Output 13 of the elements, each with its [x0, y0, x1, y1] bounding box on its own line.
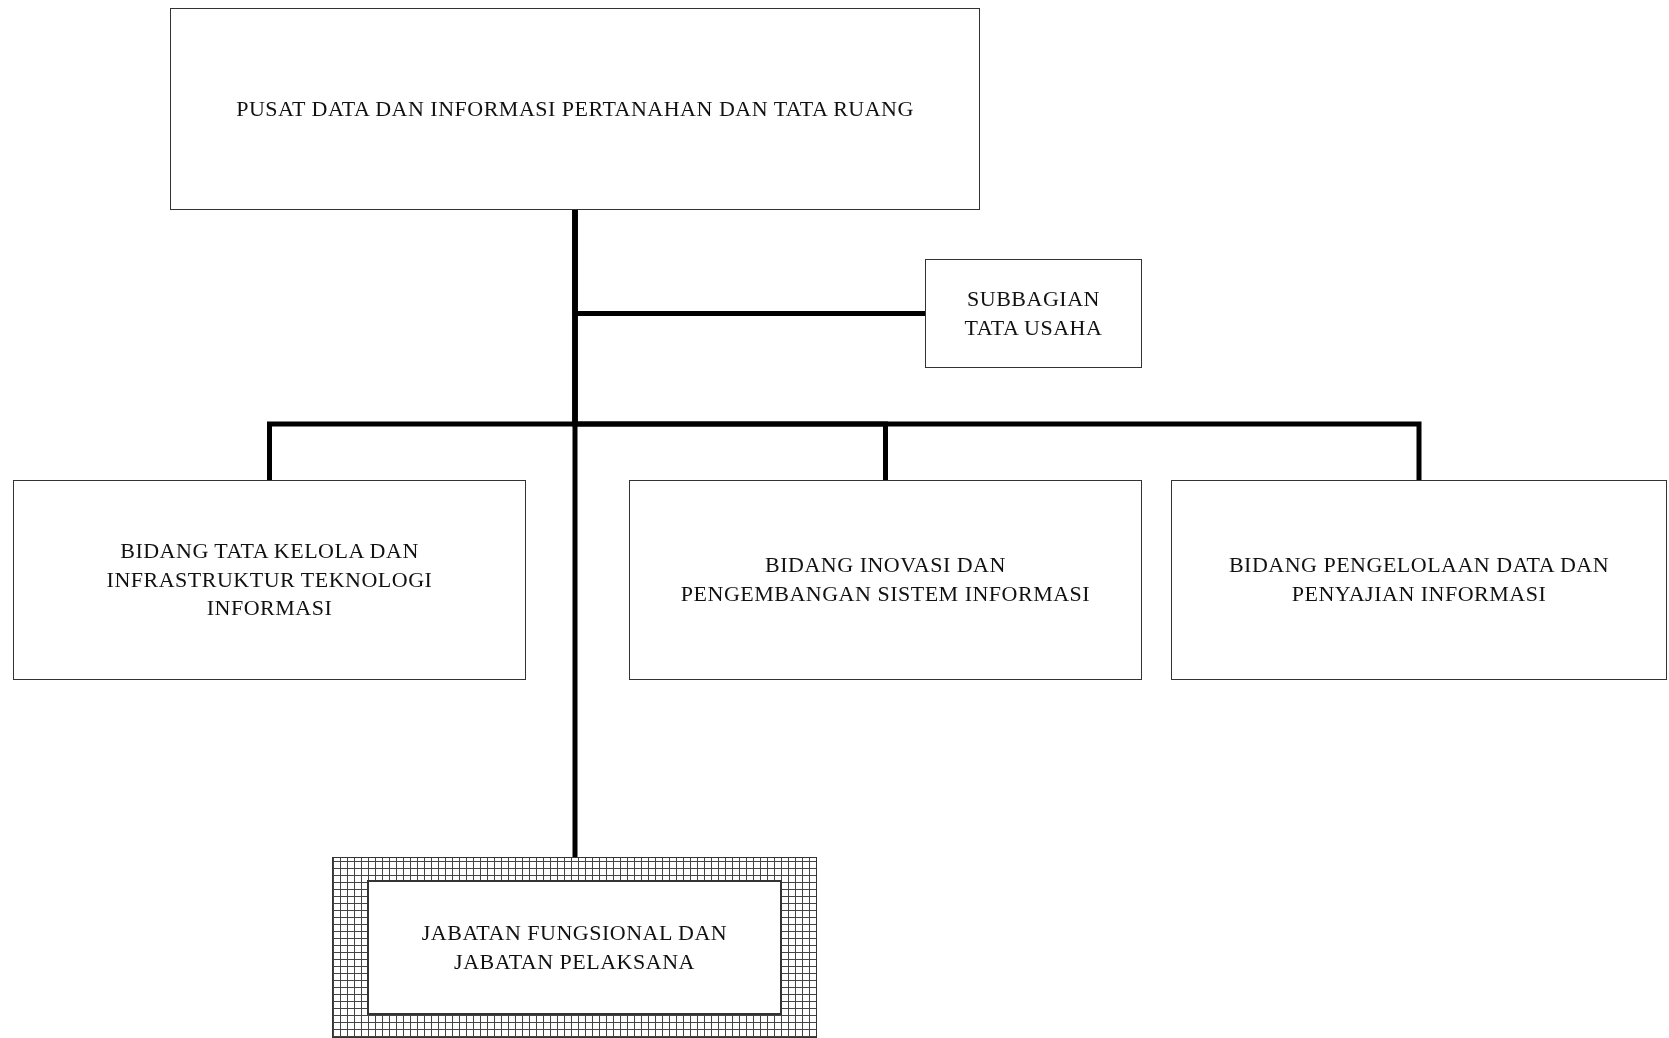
- org-box: [1171, 480, 1667, 680]
- hatched-frame-box: [332, 857, 817, 1038]
- unit-name: BIDANG PENGELOLAAN DATA DAN PENYAJIAN INFORMASI: [1227, 551, 1611, 608]
- org-box: [925, 259, 1142, 368]
- unit-name: JABATAN FUNGSIONAL DAN JABATAN PELAKSANA: [420, 918, 729, 976]
- unit-name: PUSAT DATA DAN INFORMASI PERTANAHAN DAN TATA RUANG: [236, 94, 914, 123]
- org-box: [170, 8, 980, 210]
- org-box: [629, 480, 1142, 680]
- org-box: [13, 480, 526, 680]
- unit-name: BIDANG TATA KELOLA DAN INFRASTRUKTUR TEKNOLOGI INFORMASI: [105, 537, 434, 623]
- unit-name: BIDANG INOVASI DAN PENGEMBANGAN SISTEM INFORMASI: [679, 551, 1092, 608]
- unit-name: SUBBAGIAN TATA USAHA: [963, 284, 1104, 342]
- connector-line: [572, 210, 578, 857]
